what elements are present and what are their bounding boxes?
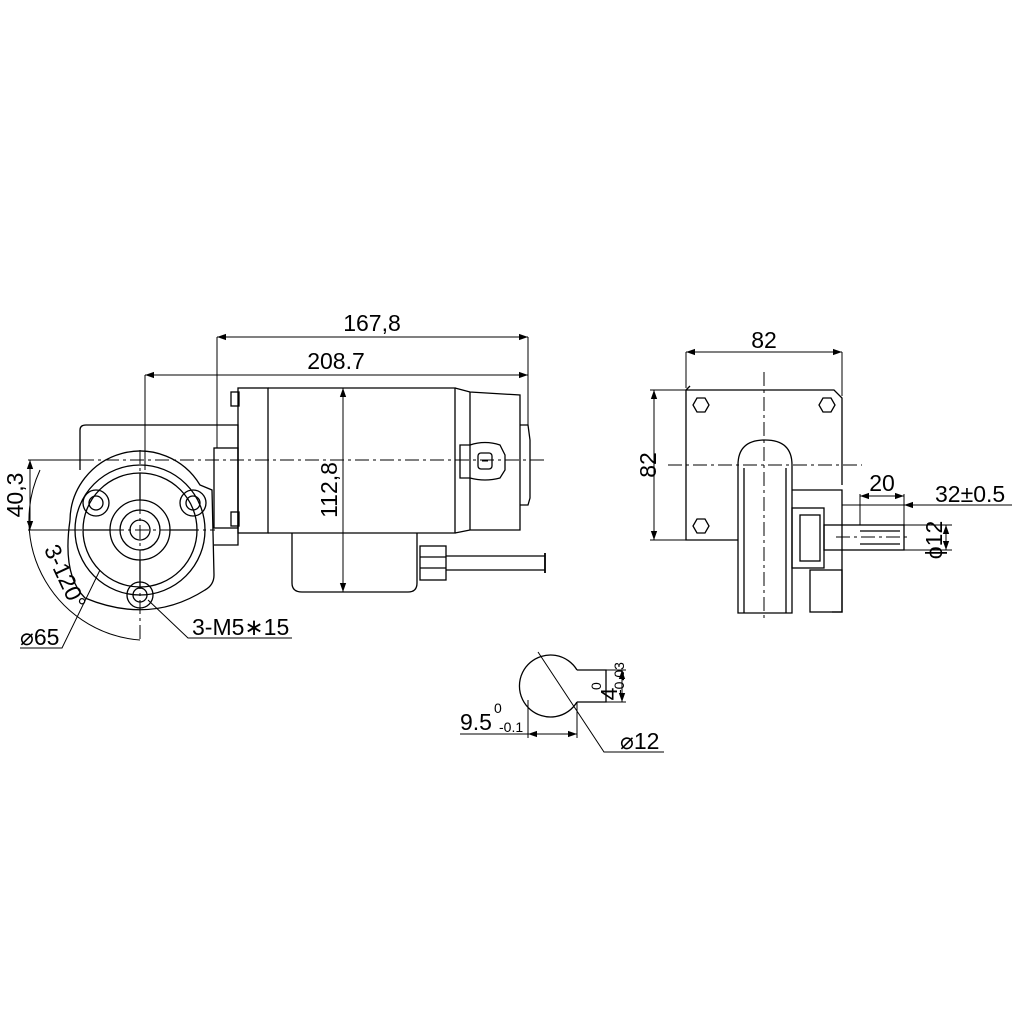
dim-overall-length: 167,8 <box>343 310 401 336</box>
dim-motor-diameter: 112,8 <box>316 462 342 518</box>
dim-flat-depth: 9.5 <box>460 709 492 735</box>
dim-side-height: 82 <box>635 452 661 478</box>
shaft-detail: 4 0 -0.03 9.5 0 -0.1 ⌀12 <box>460 651 664 754</box>
dim-total-length: 208.7 <box>307 348 365 374</box>
leader-detail-shaft <box>537 651 664 753</box>
dim-side-width: 82 <box>751 327 777 353</box>
dim-shaft-diameter: ϕ12 <box>921 521 947 559</box>
leader-flange-circle <box>20 569 101 649</box>
motor-rear-cap <box>454 387 521 534</box>
terminal-block <box>291 533 418 593</box>
corner-hole-bl <box>692 518 710 534</box>
dim-flange-circle: ⌀65 <box>20 624 59 650</box>
side-view: 82 82 20 32±0.5 ϕ12 <box>635 327 1012 620</box>
gear-tower <box>737 439 793 614</box>
dim-key-width-lower: -0.03 <box>611 662 627 694</box>
dim-bolt-angle: 3-120° <box>39 540 91 613</box>
dim-flat-depth-upper: 0 <box>494 700 502 716</box>
dim-shaft-length: 20 <box>869 470 895 496</box>
mount-hole-left <box>82 489 110 517</box>
dim-detail-shaft-diameter: ⌀12 <box>620 728 659 754</box>
dim-shaft-offset: 40,3 <box>2 473 28 518</box>
connector <box>459 441 506 481</box>
leader-mount-holes <box>147 599 292 639</box>
dim-key-width: 4 <box>596 687 622 700</box>
corner-hole-tl <box>692 397 710 413</box>
cable <box>446 555 545 571</box>
shaft-keyway <box>577 669 607 703</box>
gearbox-housing <box>79 424 239 546</box>
dim-flat-depth-lower: -0.1 <box>499 719 523 735</box>
gear-face-outline <box>67 450 215 611</box>
screw-bottom <box>230 511 240 527</box>
shaft-collar <box>791 507 825 569</box>
cable-gland <box>419 545 447 581</box>
screw-top <box>230 391 240 407</box>
corner-hole-tr <box>818 397 836 413</box>
motor-rear-bump <box>520 424 531 506</box>
front-view: 167,8 208.7 112,8 40,3 3-120° ⌀65 3-M5∗1… <box>2 310 546 650</box>
dim-key-width-upper: 0 <box>588 682 604 690</box>
gear-cover-block <box>809 569 843 613</box>
dim-shaft-extension: 32±0.5 <box>935 481 1005 507</box>
dim-mount-holes: 3-M5∗15 <box>192 614 289 640</box>
shaft-section <box>518 654 578 718</box>
mount-hole-right <box>179 489 207 517</box>
